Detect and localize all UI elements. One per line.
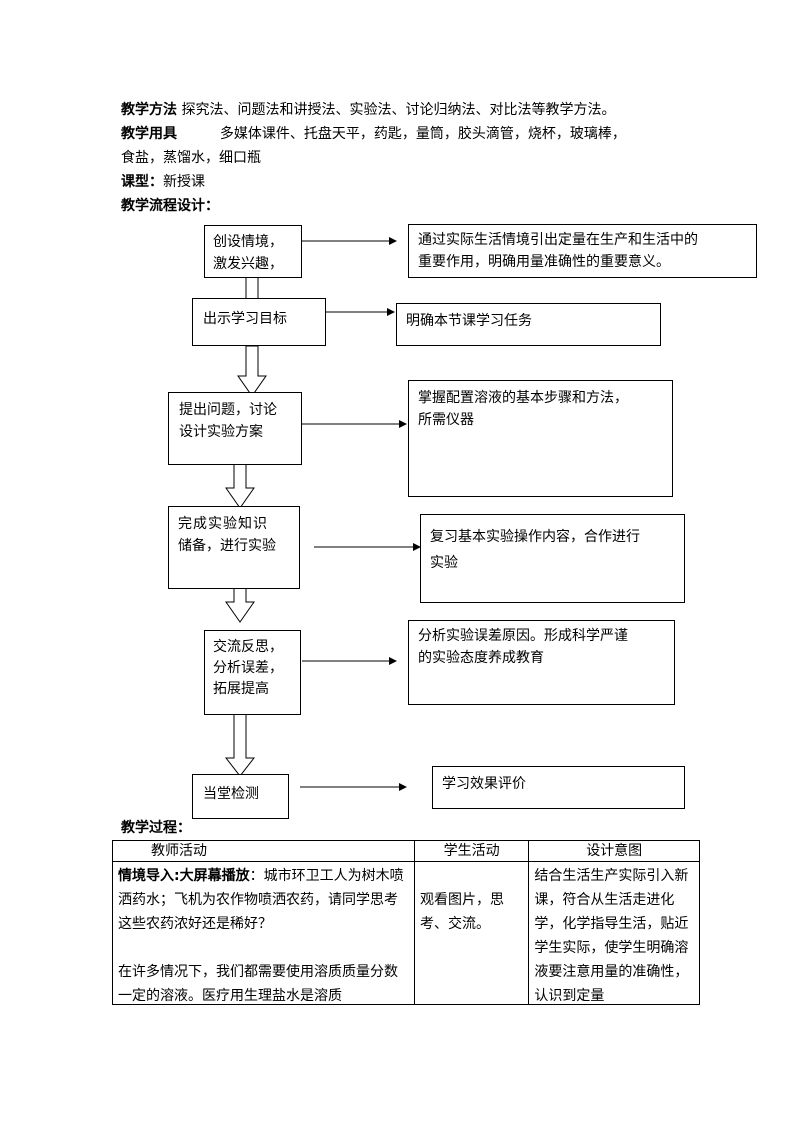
lesson-type-text: 新授课 bbox=[163, 174, 205, 190]
flow-step-6: 当堂检测 bbox=[192, 774, 289, 819]
block-arrow-2-3 bbox=[237, 345, 267, 397]
design-intent-cell: 结合生活生产实际引入新课，符合从生活走进化学，化学指导生活，贴近学生实际，使学生… bbox=[528, 861, 700, 1005]
header-student-activity: 学生活动 bbox=[413, 840, 530, 862]
header-teacher-activity: 教师活动 bbox=[112, 840, 415, 862]
flow-step-4-line2: 储备，进行实验 bbox=[178, 538, 276, 554]
lesson-type-line: 课型：新授课 bbox=[121, 170, 205, 194]
flow-note-6: 学习效果评价 bbox=[432, 766, 685, 809]
teaching-tools-line: 教学用具 多媒体课件、托盘天平，药匙，量筒，胶头滴管，烧杯，玻璃棒， bbox=[121, 122, 626, 146]
flow-step-5-line2: 分析误差， bbox=[213, 660, 283, 676]
flowchart-connectors bbox=[224, 237, 421, 791]
flow-note-5-line1: 分析实验误差原因。形成科学严谨 bbox=[418, 628, 628, 644]
teaching-tools-line-2: 食盐，蒸馏水，细口瓶 bbox=[121, 146, 261, 170]
teaching-tools-text: 多媒体课件、托盘天平，药匙，量筒，胶头滴管，烧杯，玻璃棒， bbox=[219, 126, 626, 142]
flow-note-3: 掌握配置溶液的基本步骤和方法， 所需仪器 bbox=[408, 380, 673, 497]
flow-note-2-line1: 明确本节课学习任务 bbox=[406, 313, 532, 329]
flow-step-5-line1: 交流反思， bbox=[213, 639, 283, 655]
teacher-activity-cell: 情境导入:大屏幕播放：城市环卫工人为树木喷洒药水；飞机为农作物喷洒农药，请同学思… bbox=[112, 861, 415, 1005]
flow-step-1-line1: 创设情境， bbox=[213, 234, 283, 250]
flow-step-5-line3: 拓展提高 bbox=[213, 681, 269, 697]
header-design-intent: 设计意图 bbox=[528, 840, 700, 862]
teacher-activity-bold: 情境导入:大屏幕播放 bbox=[118, 868, 250, 884]
flow-note-5: 分析实验误差原因。形成科学严谨 的实验态度养成教育 bbox=[408, 620, 675, 705]
design-intent-text: 结合生活生产实际引入新课，符合从生活走进化学，化学指导生活，贴近学生实际，使学生… bbox=[534, 868, 689, 1002]
table-header-row: 教师活动 学生活动 设计意图 bbox=[112, 840, 700, 862]
flow-step-5: 交流反思， 分析误差， 拓展提高 bbox=[204, 630, 301, 715]
flow-step-1-line2: 激发兴趣， bbox=[213, 256, 283, 272]
flow-note-1: 通过实际生活情境引出定量在生产和生活中的 重要作用，明确用量准确性的重要意义。 bbox=[408, 224, 757, 278]
teacher-activity-text-2: 在许多情况下，我们都需要使用溶质质量分数一定的溶液。医疗用生理盐水是溶质 bbox=[118, 964, 398, 1002]
flow-note-1-line1: 通过实际生活情境引出定量在生产和生活中的 bbox=[418, 232, 698, 248]
teaching-method-label: 教学方法 bbox=[121, 102, 177, 118]
flow-note-5-line2: 的实验态度养成教育 bbox=[418, 650, 544, 666]
flow-step-2: 出示学习目标 bbox=[192, 298, 326, 346]
flow-note-6-line1: 学习效果评价 bbox=[442, 776, 526, 792]
teaching-tools-label: 教学用具 bbox=[121, 126, 177, 142]
flow-note-1-line2: 重要作用，明确用量准确性的重要意义。 bbox=[418, 254, 670, 270]
flow-note-2: 明确本节课学习任务 bbox=[396, 303, 661, 346]
block-arrow-5-6 bbox=[224, 713, 256, 777]
teaching-method-line: 教学方法 探究法、问题法和讲授法、实验法、讨论归纳法、对比法等教学方法。 bbox=[121, 98, 615, 122]
flow-step-3: 提出问题，讨论 设计实验方案 bbox=[168, 392, 302, 465]
flow-step-1: 创设情境， 激发兴趣， bbox=[204, 225, 302, 278]
flow-step-6-line1: 当堂检测 bbox=[203, 786, 259, 802]
table-row: 情境导入:大屏幕播放：城市环卫工人为树木喷洒药水；飞机为农作物喷洒农药，请同学思… bbox=[112, 861, 700, 1005]
flow-note-4: 复习基本实验操作内容，合作进行 实验 bbox=[420, 514, 685, 603]
process-title: 教学过程： bbox=[121, 820, 191, 836]
lesson-type-label: 课型： bbox=[121, 174, 163, 190]
flow-note-4-line1: 复习基本实验操作内容，合作进行 bbox=[430, 529, 640, 545]
flow-note-4-line2: 实验 bbox=[430, 555, 458, 571]
flow-step-3-line1: 提出问题，讨论 bbox=[179, 402, 277, 418]
student-activity-cell: 观看图片，思考、交流。 bbox=[413, 861, 530, 1005]
flow-step-3-line2: 设计实验方案 bbox=[179, 424, 263, 440]
teaching-method-text: 探究法、问题法和讲授法、实验法、讨论归纳法、对比法等教学方法。 bbox=[181, 102, 616, 118]
flow-step-2-line1: 出示学习目标 bbox=[203, 311, 287, 327]
process-table: 教师活动 学生活动 设计意图 情境导入:大屏幕播放：城市环卫工人为树木喷洒药水；… bbox=[112, 840, 700, 1005]
flow-design-title: 教学流程设计： bbox=[121, 198, 219, 214]
student-activity-text: 观看图片，思考、交流。 bbox=[419, 892, 504, 932]
flow-step-4-line1: 完成实验知识 bbox=[178, 516, 268, 532]
flow-step-4: 完成实验知识 储备，进行实验 bbox=[168, 506, 300, 589]
teacher-activity-text-1: ：城市环卫工人为树木喷洒药水；飞机为农作物喷洒农药，请同学思考这些农药浓好还是稀… bbox=[118, 868, 404, 932]
teaching-tools-text-2: 食盐，蒸馏水，细口瓶 bbox=[121, 150, 261, 166]
flow-note-3-line1: 掌握配置溶液的基本步骤和方法， bbox=[418, 390, 628, 406]
flow-note-3-line2: 所需仪器 bbox=[418, 412, 474, 428]
